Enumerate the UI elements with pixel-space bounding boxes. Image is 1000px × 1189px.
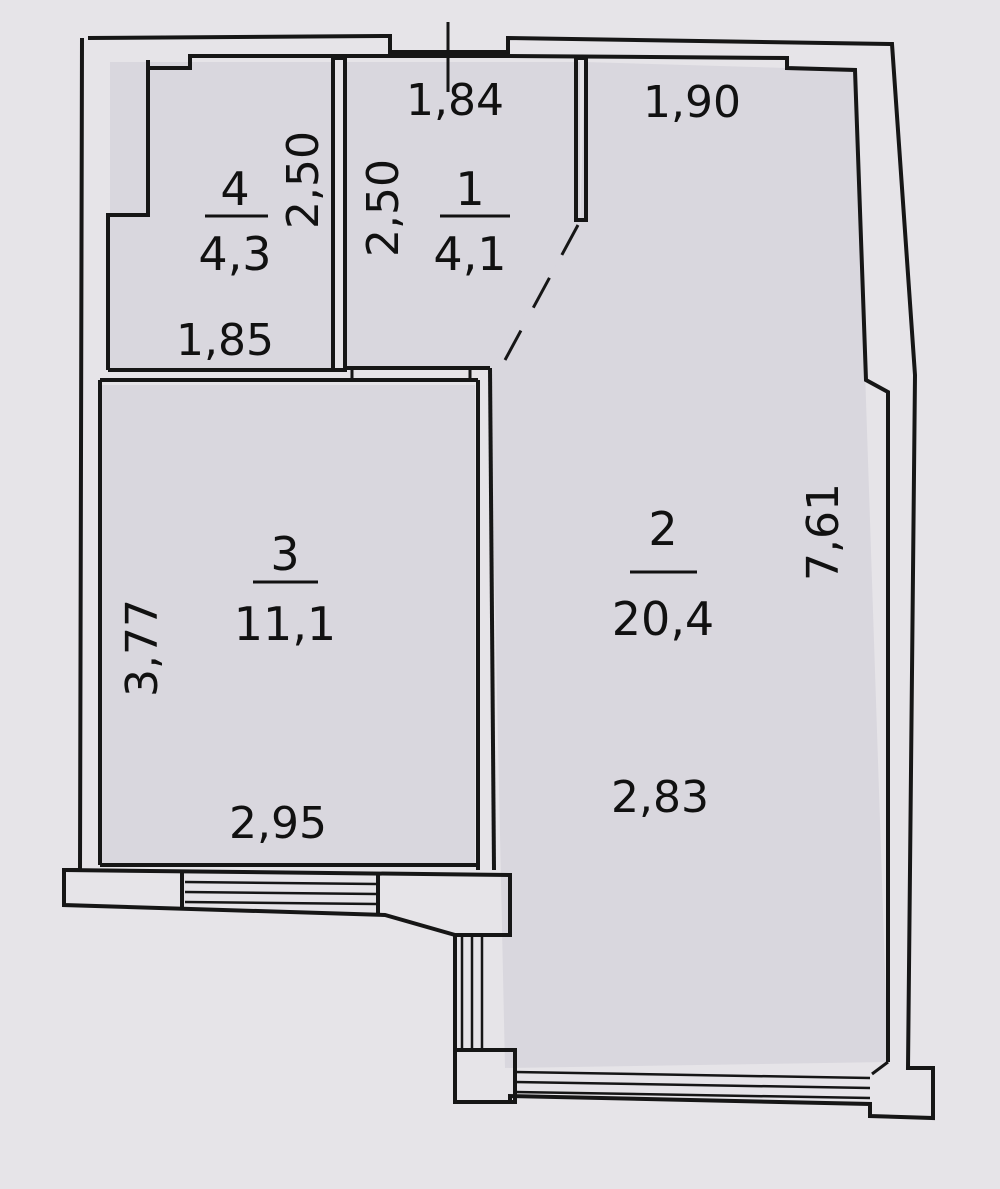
room-3-number: 3 bbox=[270, 527, 299, 581]
room-1-area: 4,1 bbox=[433, 227, 506, 281]
room-2-label: 2 20,4 bbox=[612, 502, 714, 646]
windows bbox=[184, 880, 871, 1104]
room-3-label: 3 11,1 bbox=[234, 527, 336, 651]
room-2-number: 2 bbox=[648, 502, 677, 556]
dimension-labels: 1,84 1,90 2,50 2,50 1,85 3,77 2,95 7,61 … bbox=[117, 75, 849, 849]
room-4-width-dim: 1,85 bbox=[176, 315, 274, 366]
room-3-width-dim: 2,95 bbox=[229, 798, 327, 849]
outer-wall bbox=[62, 22, 935, 1121]
room-fills bbox=[100, 62, 888, 1068]
room-2-top-width-dim: 1,90 bbox=[643, 77, 741, 128]
room-2-width-dim: 2,83 bbox=[611, 772, 709, 823]
room-4-number: 4 bbox=[220, 162, 249, 216]
room-1-label: 1 4,1 bbox=[433, 162, 510, 281]
room-3-height-dim: 3,77 bbox=[117, 599, 168, 697]
room-2-height-dim: 7,61 bbox=[798, 483, 849, 581]
room-4-area: 4,3 bbox=[198, 227, 271, 281]
room-3-area: 11,1 bbox=[234, 597, 336, 651]
room-4-height-dim: 2,50 bbox=[278, 131, 329, 229]
room-1-height-dim: 2,50 bbox=[358, 159, 409, 257]
interior-walls bbox=[63, 56, 588, 937]
room-1-width-dim: 1,84 bbox=[406, 75, 504, 126]
room-4-label: 4 4,3 bbox=[198, 162, 271, 281]
room-2-area: 20,4 bbox=[612, 592, 714, 646]
room-1-number: 1 bbox=[455, 162, 484, 216]
